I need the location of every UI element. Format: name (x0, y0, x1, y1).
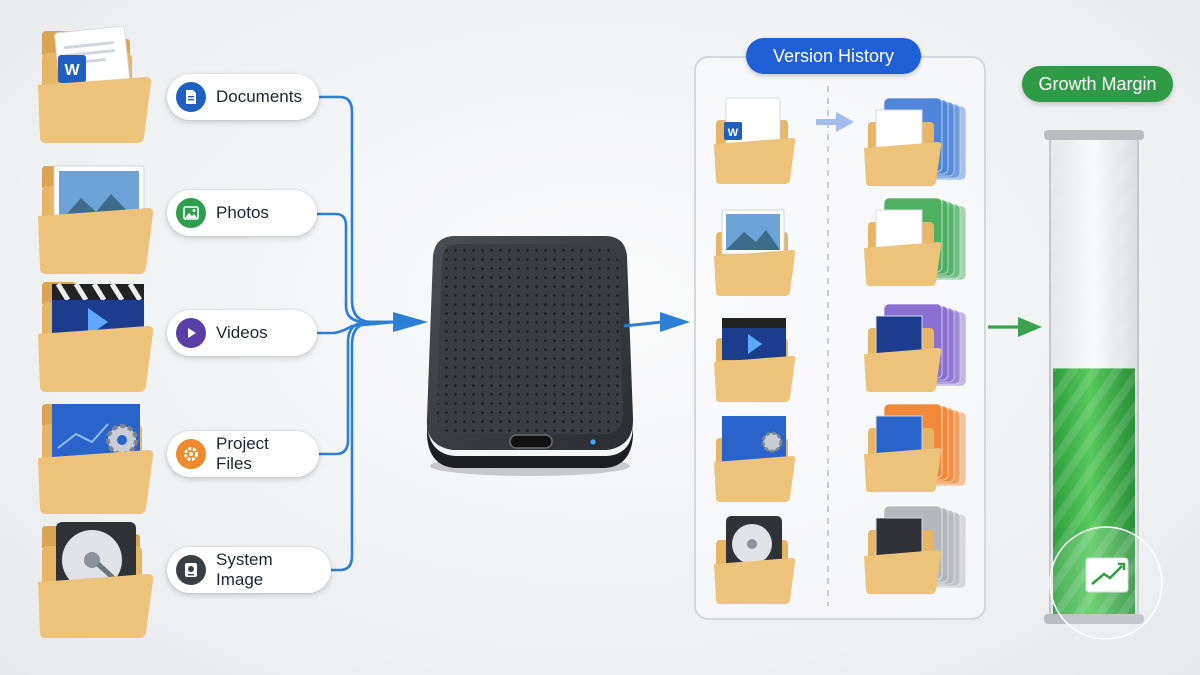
source-pill-videos[interactable]: Videos (167, 310, 317, 356)
connector-photos (316, 212, 395, 324)
status-led (590, 439, 596, 445)
arrow-drive-to-history (623, 312, 690, 332)
connector-videos (316, 320, 396, 335)
project-files-folder (36, 398, 160, 521)
gear-icon (176, 439, 206, 469)
source-label-documents: Documents (216, 87, 302, 106)
svg-text:W: W (728, 127, 739, 139)
source-label-photos: Photos (216, 203, 269, 222)
photos-folder (36, 160, 160, 281)
growth-margin-gauge (1040, 128, 1170, 645)
external-drive (415, 228, 645, 483)
version-stack-videos (864, 303, 967, 392)
current-photos-folder (714, 209, 796, 296)
current-documents-folder: W (714, 97, 796, 184)
documents-folder: W (36, 25, 160, 150)
version-stack-documents (864, 97, 967, 186)
history-versions-column (862, 92, 972, 607)
growth-chart-icon (1085, 557, 1129, 593)
version-history-title: Version History (746, 38, 921, 74)
source-pill-documents[interactable]: Documents (167, 74, 319, 120)
system-image-folder (36, 520, 160, 645)
connector-project (318, 320, 395, 456)
source-label-videos: Videos (216, 323, 268, 342)
current-system-folder (714, 516, 796, 604)
source-label-project-files: Project Files (216, 434, 269, 473)
version-stack-photos (864, 197, 967, 286)
version-stack-project (864, 403, 967, 492)
play-icon (176, 318, 206, 348)
arrow-to-drive (393, 312, 428, 332)
hard-drive-icon (176, 555, 206, 585)
history-current-column: W (712, 92, 802, 617)
source-pill-photos[interactable]: Photos (167, 190, 317, 236)
source-label-system-image: System Image (216, 550, 273, 589)
document-icon (176, 82, 206, 112)
version-stack-system (864, 505, 967, 594)
arrow-history-to-growth (988, 317, 1042, 337)
connector-system (330, 320, 395, 572)
current-project-folder (714, 416, 796, 502)
growth-margin-title: Growth Margin (1022, 66, 1173, 102)
image-icon (176, 198, 206, 228)
videos-folder (36, 276, 160, 399)
source-pill-project-files[interactable]: Project Files (167, 431, 319, 477)
current-videos-folder (714, 318, 796, 402)
source-pill-system-image[interactable]: System Image (167, 547, 331, 593)
svg-text:W: W (64, 62, 80, 79)
